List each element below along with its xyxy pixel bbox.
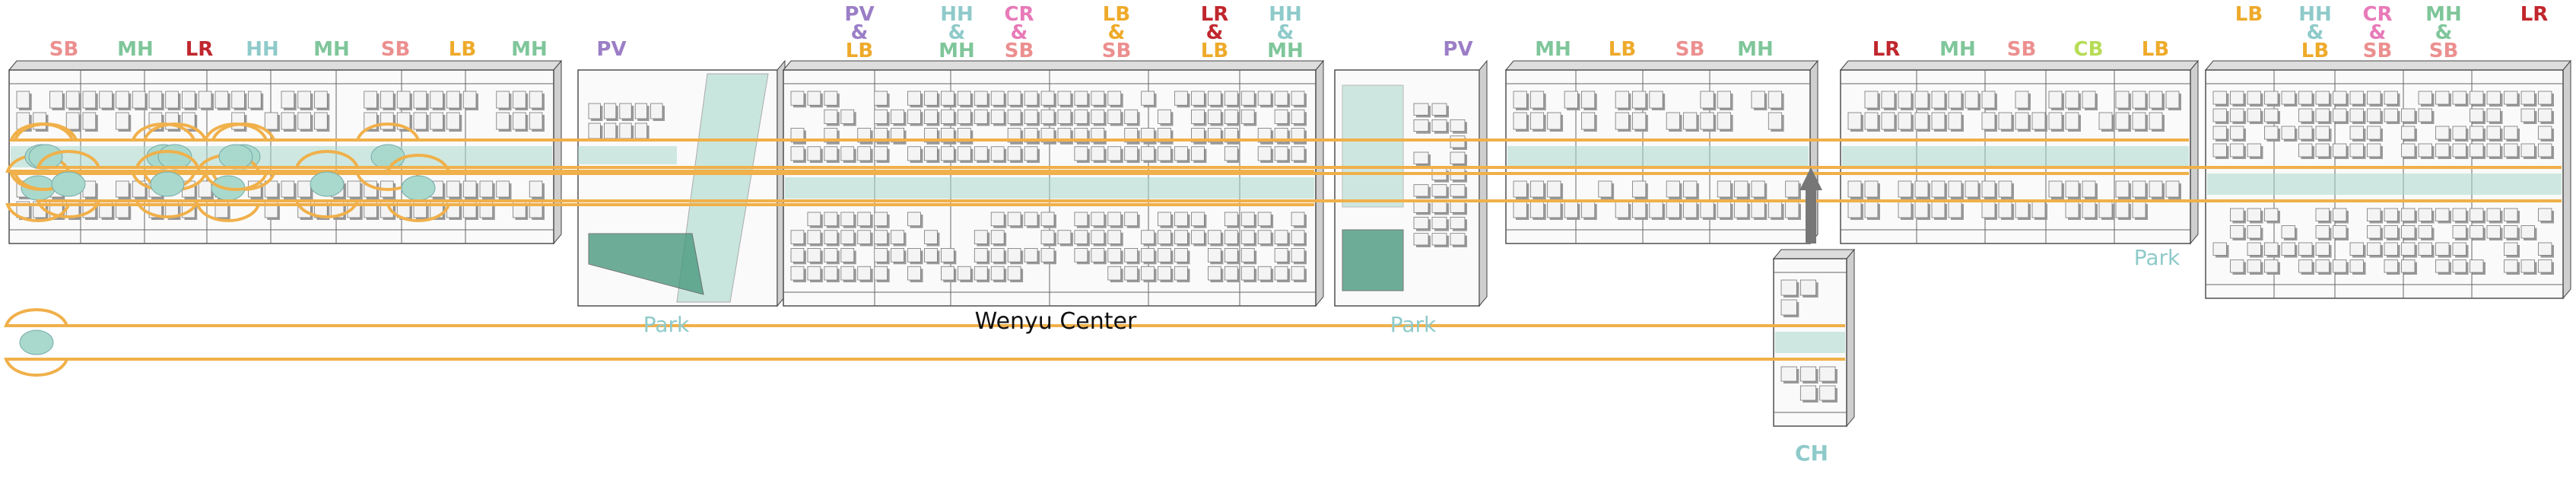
zone-label-group3-5-2: MH [1267,40,1304,62]
zone-label-group3-2-2: SB [1005,40,1034,62]
zone-label-group3-4-2: LB [1201,40,1228,62]
zone-label-group5-1-0: LB [1609,38,1636,61]
up-arrow-icon [1799,167,1822,244]
zone-label-group3-0-0: PV [844,3,874,26]
zone-label-group1-6-0: LB [449,38,476,61]
zone-label-group3-3-0: LB [1103,3,1130,26]
zone-label-group3-1-2: MH [939,40,975,62]
zone-label-group1-2-0: LR [186,38,214,61]
zone-label-group5-0-0: MH [1535,38,1571,61]
zone-label-group3-3-2: SB [1102,40,1132,62]
zone-label-group1-3-0: HH [246,38,279,61]
ch-caption: CH [1795,441,1828,466]
park-caption-3: Park [2134,245,2181,270]
zone-label-group6-1-2: LB [2301,40,2329,62]
zone-label-group3-3-1: & [1108,21,1126,44]
zone-label-group6-4-0: LR [2520,3,2549,26]
zone-label-group1-1-0: MH [117,38,154,61]
zone-label-group3-2-1: & [1011,21,1028,44]
zone-label-group5-5-0: MH [1939,38,1976,61]
wenyu-center-caption: Wenyu Center [975,308,1137,335]
zone-label-group6-0-0: LB [2235,3,2263,26]
zone-label-group1-0-0: SB [49,38,79,61]
zone-label-group4-0-0: PV [1443,38,1472,61]
zone-label-group6-3-1: & [2435,21,2453,44]
zone-label-group2-0-0: PV [596,38,626,61]
zone-label-group1-4-0: MH [313,38,350,61]
park-caption-1: Park [643,312,690,337]
zone-label-group3-4-0: LR [1201,3,1229,26]
zone-label-group5-6-0: SB [2007,38,2037,61]
zone-label-group6-3-2: SB [2429,40,2459,62]
zone-label-group5-3-0: MH [1737,38,1774,61]
zone-label-group3-4-1: & [1206,21,1224,44]
zone-label-group3-0-2: LB [846,40,873,62]
zone-label-group1-5-0: SB [381,38,411,61]
zone-label-group5-4-0: LR [1872,38,1901,61]
zone-label-group3-2-0: CR [1004,3,1034,26]
zone-label-group6-2-0: CR [2362,3,2392,26]
zone-label-group5-2-0: SB [1676,38,1705,61]
zone-label-group6-3-0: MH [2425,3,2462,26]
zone-label-group3-1-0: HH [940,3,974,26]
zone-label-group6-1-0: HH [2298,3,2332,26]
city-blocks [4,59,2572,428]
zone-label-group6-2-2: SB [2363,40,2393,62]
zone-label-group6-1-1: & [2307,21,2324,44]
zone-label-group3-5-1: & [1277,21,1294,44]
zone-label-group3-5-0: HH [1269,3,1302,26]
zone-label-group5-8-0: LB [2142,38,2169,61]
captions: Park Wenyu Center Park Park CH [643,245,2181,466]
zone-label-group1-7-0: MH [511,38,548,61]
zone-label-group3-0-1: & [851,21,869,44]
zone-label-group6-2-1: & [2369,21,2387,44]
zone-label-group3-1-1: & [948,21,966,44]
park-caption-2: Park [1390,312,1437,337]
zone-label-group5-7-0: CB [2074,38,2104,61]
